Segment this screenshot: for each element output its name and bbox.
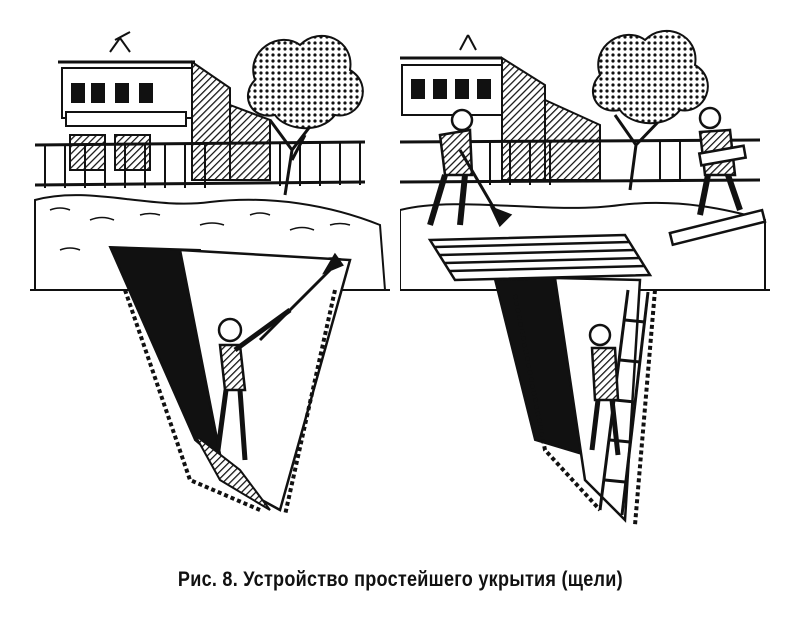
covered-trench-illustration [400,29,770,526]
climbing-figure-icon [588,323,621,456]
shoveling-worker-icon [427,108,513,228]
figure-caption: Рис. 8. Устройство простейшего укрытия (… [177,568,623,591]
building-icon [400,34,601,181]
building-icon [58,31,271,181]
illustration-panel-digging [30,10,400,530]
log-carrying-worker-icon [668,106,767,247]
fence-icon [34,140,366,188]
digger-figure-icon [215,252,344,461]
tree-icon [591,29,709,191]
trench-icon [108,245,352,516]
trench-digging-illustration [30,31,390,516]
illustration-panel-covered-trench [400,10,775,530]
log-roof-icon [427,233,653,282]
tree-icon [246,34,364,196]
